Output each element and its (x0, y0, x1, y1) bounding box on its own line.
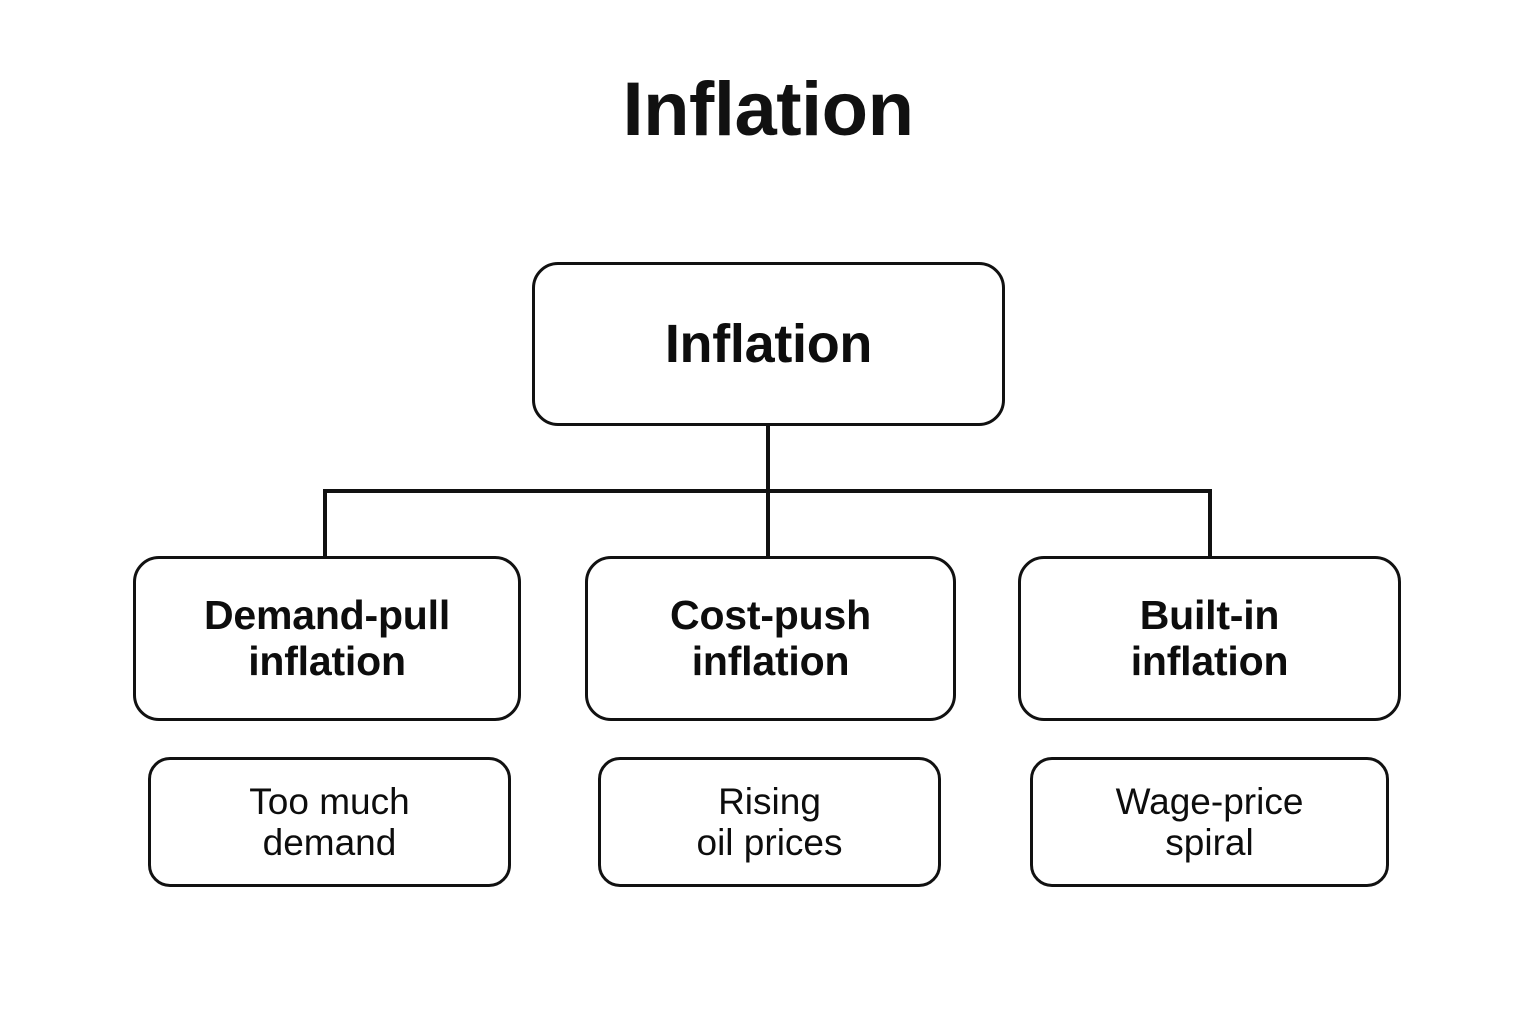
node-branch-label: Built-in inflation (1130, 591, 1289, 684)
page-title: Inflation (622, 67, 914, 152)
connector-drop-branch-2 (766, 489, 770, 558)
node-branch-built-in[interactable]: Built-in inflation (1018, 556, 1401, 721)
node-root-label: Inflation (664, 313, 873, 374)
connector-drop-branch-3 (1208, 489, 1212, 558)
node-example-rising-oil-prices[interactable]: Rising oil prices (598, 757, 941, 887)
node-example-label: Too much demand (249, 780, 410, 863)
node-example-wage-price-spiral[interactable]: Wage-price spiral (1030, 757, 1389, 887)
node-example-too-much-demand[interactable]: Too much demand (148, 757, 511, 887)
node-root-inflation[interactable]: Inflation (532, 262, 1005, 426)
node-branch-label: Cost-push inflation (670, 591, 871, 684)
connector-drop-branch-1 (323, 489, 327, 558)
node-example-label: Wage-price spiral (1115, 780, 1304, 863)
connector-root-stem (766, 423, 770, 492)
node-branch-label: Demand-pull inflation (203, 591, 451, 684)
node-example-label: Rising oil prices (696, 780, 843, 863)
node-branch-demand-pull[interactable]: Demand-pull inflation (133, 556, 521, 721)
node-branch-cost-push[interactable]: Cost-push inflation (585, 556, 956, 721)
